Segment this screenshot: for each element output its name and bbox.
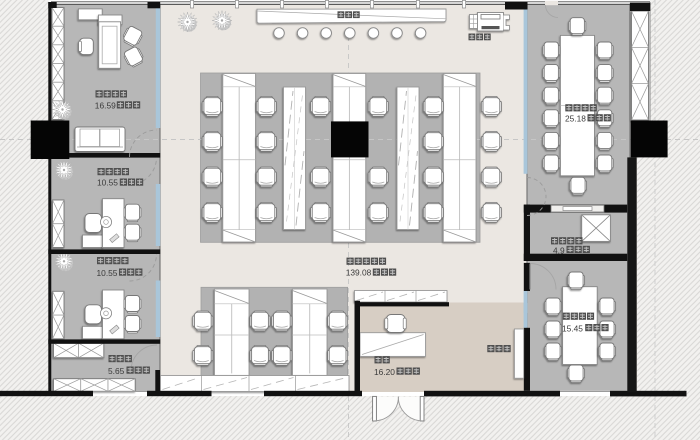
- svg-text:25.18: 25.18: [565, 114, 586, 124]
- svg-text:16.59: 16.59: [95, 100, 116, 110]
- svg-text:15.45: 15.45: [562, 324, 583, 334]
- svg-text:5.65: 5.65: [108, 366, 125, 376]
- svg-text:139.08: 139.08: [346, 268, 372, 278]
- svg-text:10.55: 10.55: [97, 268, 118, 278]
- svg-text:10.55: 10.55: [97, 178, 118, 188]
- svg-text:16.20: 16.20: [374, 367, 395, 377]
- svg-text:4.9: 4.9: [553, 245, 565, 255]
